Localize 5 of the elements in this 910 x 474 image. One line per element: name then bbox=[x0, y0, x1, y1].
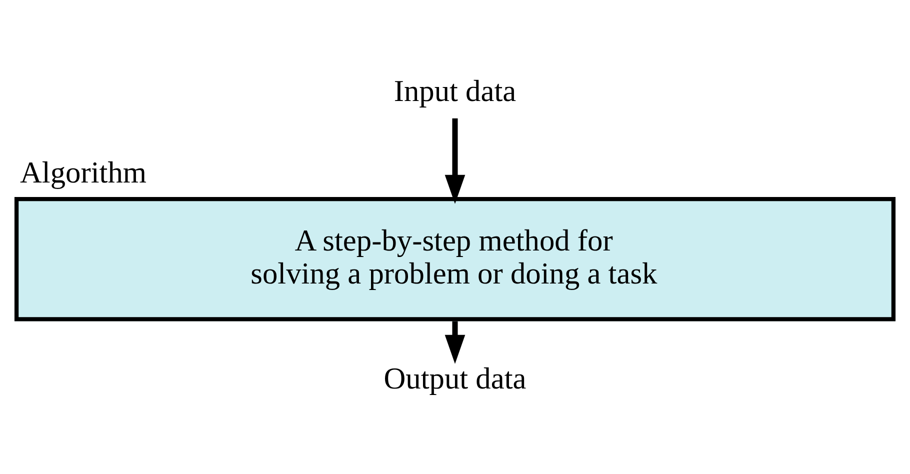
node-label: Algorithm bbox=[20, 156, 147, 190]
node-text: Input data bbox=[394, 74, 516, 108]
node-text: Output data bbox=[384, 361, 526, 396]
arrow bbox=[444, 118, 466, 204]
arrow bbox=[444, 321, 466, 364]
